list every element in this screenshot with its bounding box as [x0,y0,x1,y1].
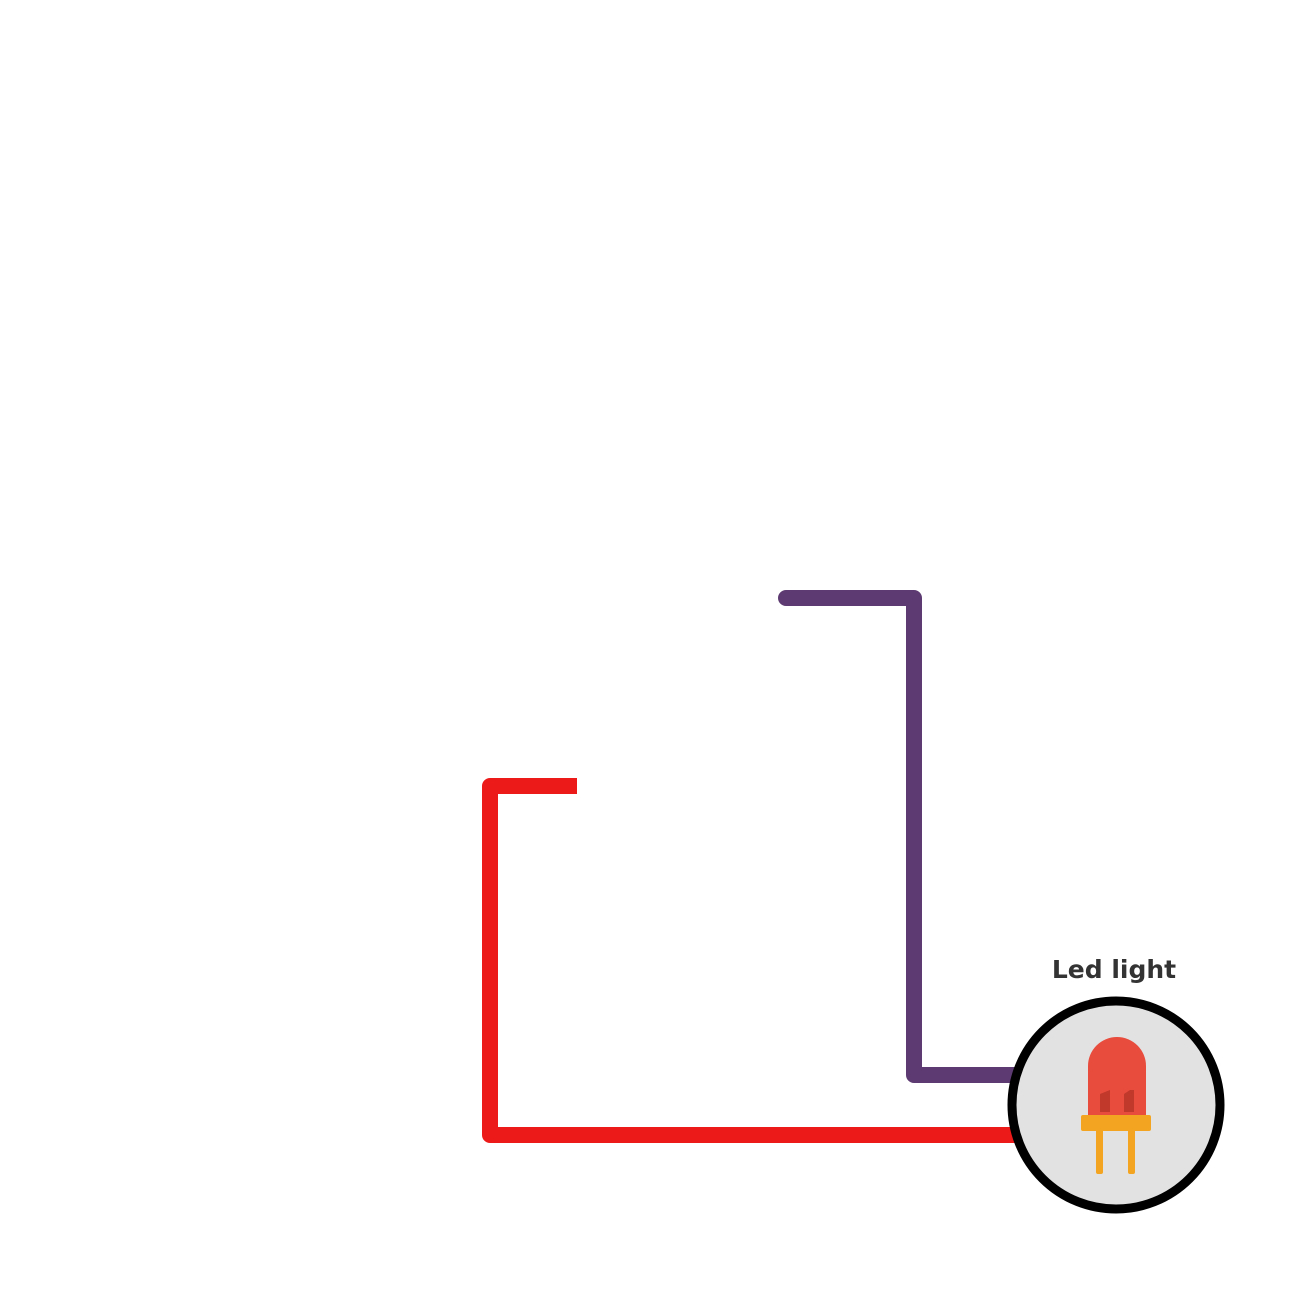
led-base [1081,1115,1151,1131]
led-component[interactable]: Led light [1007,955,1225,1214]
led-leg-right [1128,1128,1135,1174]
led-bulb [1088,1037,1146,1115]
led-leg-left [1096,1128,1103,1174]
led-label: Led light [1052,955,1176,984]
led-filament [1100,1090,1134,1112]
led-icon [1081,1037,1151,1174]
red-wire [482,778,1020,1143]
purple-wire [778,590,1028,1083]
